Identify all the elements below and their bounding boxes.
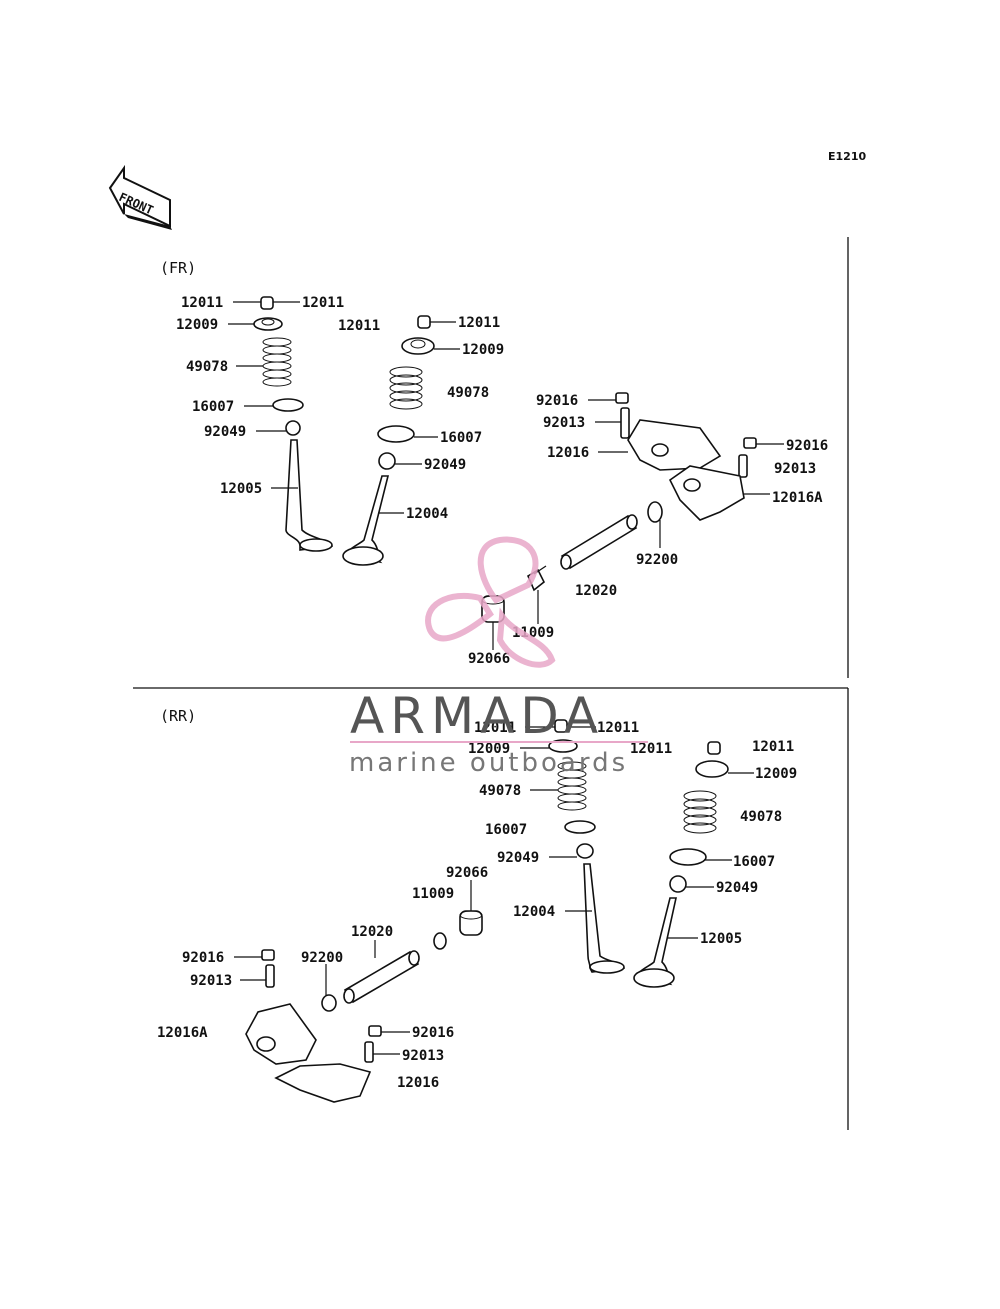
fr-part-labels: 12011 12011 12009 49078 16007 92049 1200… (176, 295, 828, 667)
rr-label-a: 12011 (474, 720, 516, 736)
fr-leader-lines (228, 301, 784, 650)
fr-label-g: 12005 (220, 481, 262, 497)
fr-label-c: 12009 (176, 317, 218, 333)
rr-label-r: 92200 (301, 950, 343, 966)
rr-label-b: 12011 (597, 720, 639, 736)
rr-label-e: 16007 (485, 822, 527, 838)
fr-label-q: 12016 (547, 445, 589, 461)
fr-label-j: 12009 (462, 342, 504, 358)
armada-propeller-logo (425, 536, 556, 668)
fr-label-r: 92016 (786, 438, 828, 454)
fr-rocker-arm-assembly (615, 392, 757, 523)
fr-rocker-shaft-assembly (481, 514, 638, 623)
fr-exhaust-valve-assembly (342, 315, 435, 566)
rr-label-g: 12004 (513, 904, 555, 920)
rr-label-h: 12011 (630, 741, 672, 757)
rr-leader-lines (234, 726, 754, 1055)
rr-label-u: 12016A (157, 1025, 208, 1041)
rr-label-v: 92016 (412, 1025, 454, 1041)
rr-label-w: 92013 (402, 1048, 444, 1064)
rr-label-m: 92049 (716, 880, 758, 896)
watermark-brand: ARMADA (350, 687, 604, 745)
rr-label-l: 16007 (733, 854, 775, 870)
fr-label-e: 16007 (192, 399, 234, 415)
rr-exhaust-valve-assembly (633, 741, 729, 988)
fr-label-v: 12020 (575, 583, 617, 599)
section-front-heading: (FR) (160, 259, 196, 277)
rr-label-i: 12011 (752, 739, 794, 755)
rr-rocker-shaft-assembly (321, 910, 483, 1012)
rr-label-k: 49078 (740, 809, 782, 825)
rr-label-s: 92016 (182, 950, 224, 966)
rr-label-p: 11009 (412, 886, 454, 902)
fr-intake-valve-assembly (253, 296, 334, 552)
diagram-code: E1210 (828, 150, 866, 163)
fr-label-b: 12011 (302, 295, 344, 311)
fr-label-x: 92066 (468, 651, 510, 667)
fr-label-k: 49078 (447, 385, 489, 401)
rr-rocker-arm-assembly (245, 949, 382, 1103)
rr-label-n: 12005 (700, 931, 742, 947)
fr-label-o: 92016 (536, 393, 578, 409)
rr-label-q: 12020 (351, 924, 393, 940)
rr-part-labels: 12011 12011 12009 49078 16007 92049 1200… (157, 720, 797, 1091)
fr-label-h: 12011 (338, 318, 380, 334)
fr-label-d: 49078 (186, 359, 228, 375)
rr-label-c: 12009 (468, 741, 510, 757)
fr-label-m: 92049 (424, 457, 466, 473)
fr-label-p: 92013 (543, 415, 585, 431)
rr-label-f: 92049 (497, 850, 539, 866)
fr-label-a: 12011 (181, 295, 223, 311)
rr-label-d: 49078 (479, 783, 521, 799)
fr-label-l: 16007 (440, 430, 482, 446)
front-arrow-icon: FRONT (108, 164, 172, 230)
rr-intake-valve-assembly (548, 719, 626, 974)
rr-label-x: 12016 (397, 1075, 439, 1091)
rr-label-o: 92066 (446, 865, 488, 881)
fr-label-t: 12016A (772, 490, 823, 506)
fr-label-n: 12004 (406, 506, 448, 522)
fr-label-u: 92200 (636, 552, 678, 568)
section-rear-heading: (RR) (160, 707, 196, 725)
fr-label-f: 92049 (204, 424, 246, 440)
rr-label-j: 12009 (755, 766, 797, 782)
rr-label-t: 92013 (190, 973, 232, 989)
fr-label-s: 92013 (774, 461, 816, 477)
watermark-tagline: marine outboards (349, 748, 628, 778)
fr-label-i: 12011 (458, 315, 500, 331)
